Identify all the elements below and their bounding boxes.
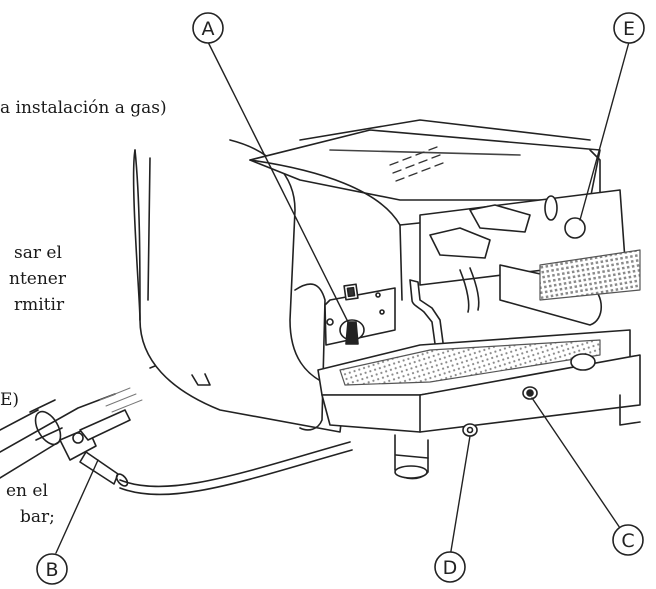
drip-tray bbox=[317, 249, 641, 396]
callout-d: D bbox=[434, 551, 466, 583]
leader-a bbox=[207, 41, 353, 331]
callout-e-label: E bbox=[623, 18, 635, 40]
text-fragment-3: rmitir bbox=[14, 295, 65, 315]
leader-b bbox=[55, 459, 99, 554]
callout-a: A bbox=[192, 12, 224, 44]
callout-c: C bbox=[612, 524, 644, 556]
knob-d bbox=[462, 423, 478, 437]
leader-lines bbox=[55, 41, 630, 558]
callout-e: E bbox=[613, 12, 645, 44]
text-fragment-4: E) bbox=[0, 390, 20, 410]
sight-glass-e bbox=[564, 217, 586, 239]
text-fragment-1: sar el bbox=[14, 243, 62, 263]
vent-grille bbox=[389, 146, 444, 182]
flexible-hose bbox=[119, 441, 351, 488]
text-fragment-6: bar; bbox=[20, 507, 55, 527]
callout-d-label: D bbox=[443, 557, 458, 579]
text-fragment-5: en el bbox=[6, 481, 48, 501]
group-head-right bbox=[469, 204, 531, 233]
group-head-left bbox=[429, 227, 491, 259]
callout-b-label: B bbox=[45, 559, 58, 581]
gas-valve-b bbox=[59, 409, 131, 487]
callout-b: B bbox=[36, 553, 68, 585]
leader-c bbox=[531, 397, 621, 529]
callout-a-label: A bbox=[202, 18, 215, 40]
gas-pipe bbox=[0, 351, 191, 479]
machine-base bbox=[321, 353, 641, 480]
text-fragment-2: ntener bbox=[9, 269, 66, 289]
callout-c-label: C bbox=[621, 530, 634, 552]
leader-e bbox=[579, 41, 630, 221]
badge bbox=[570, 353, 596, 371]
steam-valve bbox=[544, 195, 558, 221]
machine-side-body bbox=[132, 139, 346, 433]
leader-d bbox=[449, 435, 471, 558]
text-fragment-gas-installation: a instalación a gas) bbox=[0, 98, 167, 118]
